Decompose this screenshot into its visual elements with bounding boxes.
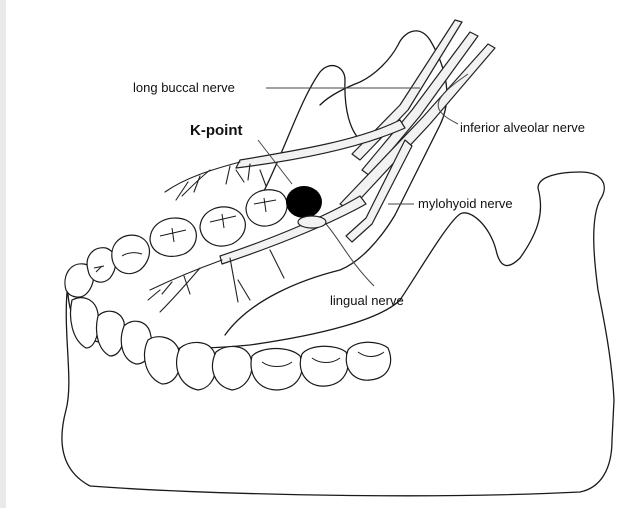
coronoid-inner: [262, 66, 360, 195]
mylohyoid-label: mylohyoid nerve: [418, 196, 513, 211]
inferior-alveolar-label: inferior alveolar nerve: [460, 120, 585, 135]
lower-teeth: [71, 298, 391, 390]
k-point-marker: [286, 186, 322, 218]
buccal-branches: [165, 162, 266, 200]
upper-teeth: [65, 190, 287, 297]
k-point-label: K-point: [190, 123, 242, 138]
lingual-label: lingual nerve: [330, 293, 404, 308]
long-buccal-label: long buccal nerve: [133, 80, 235, 95]
nerve-trunks: [220, 20, 495, 264]
lingual-branches: [148, 250, 284, 312]
k-point-ring: [298, 216, 326, 228]
coronoid-outline: [225, 31, 447, 335]
